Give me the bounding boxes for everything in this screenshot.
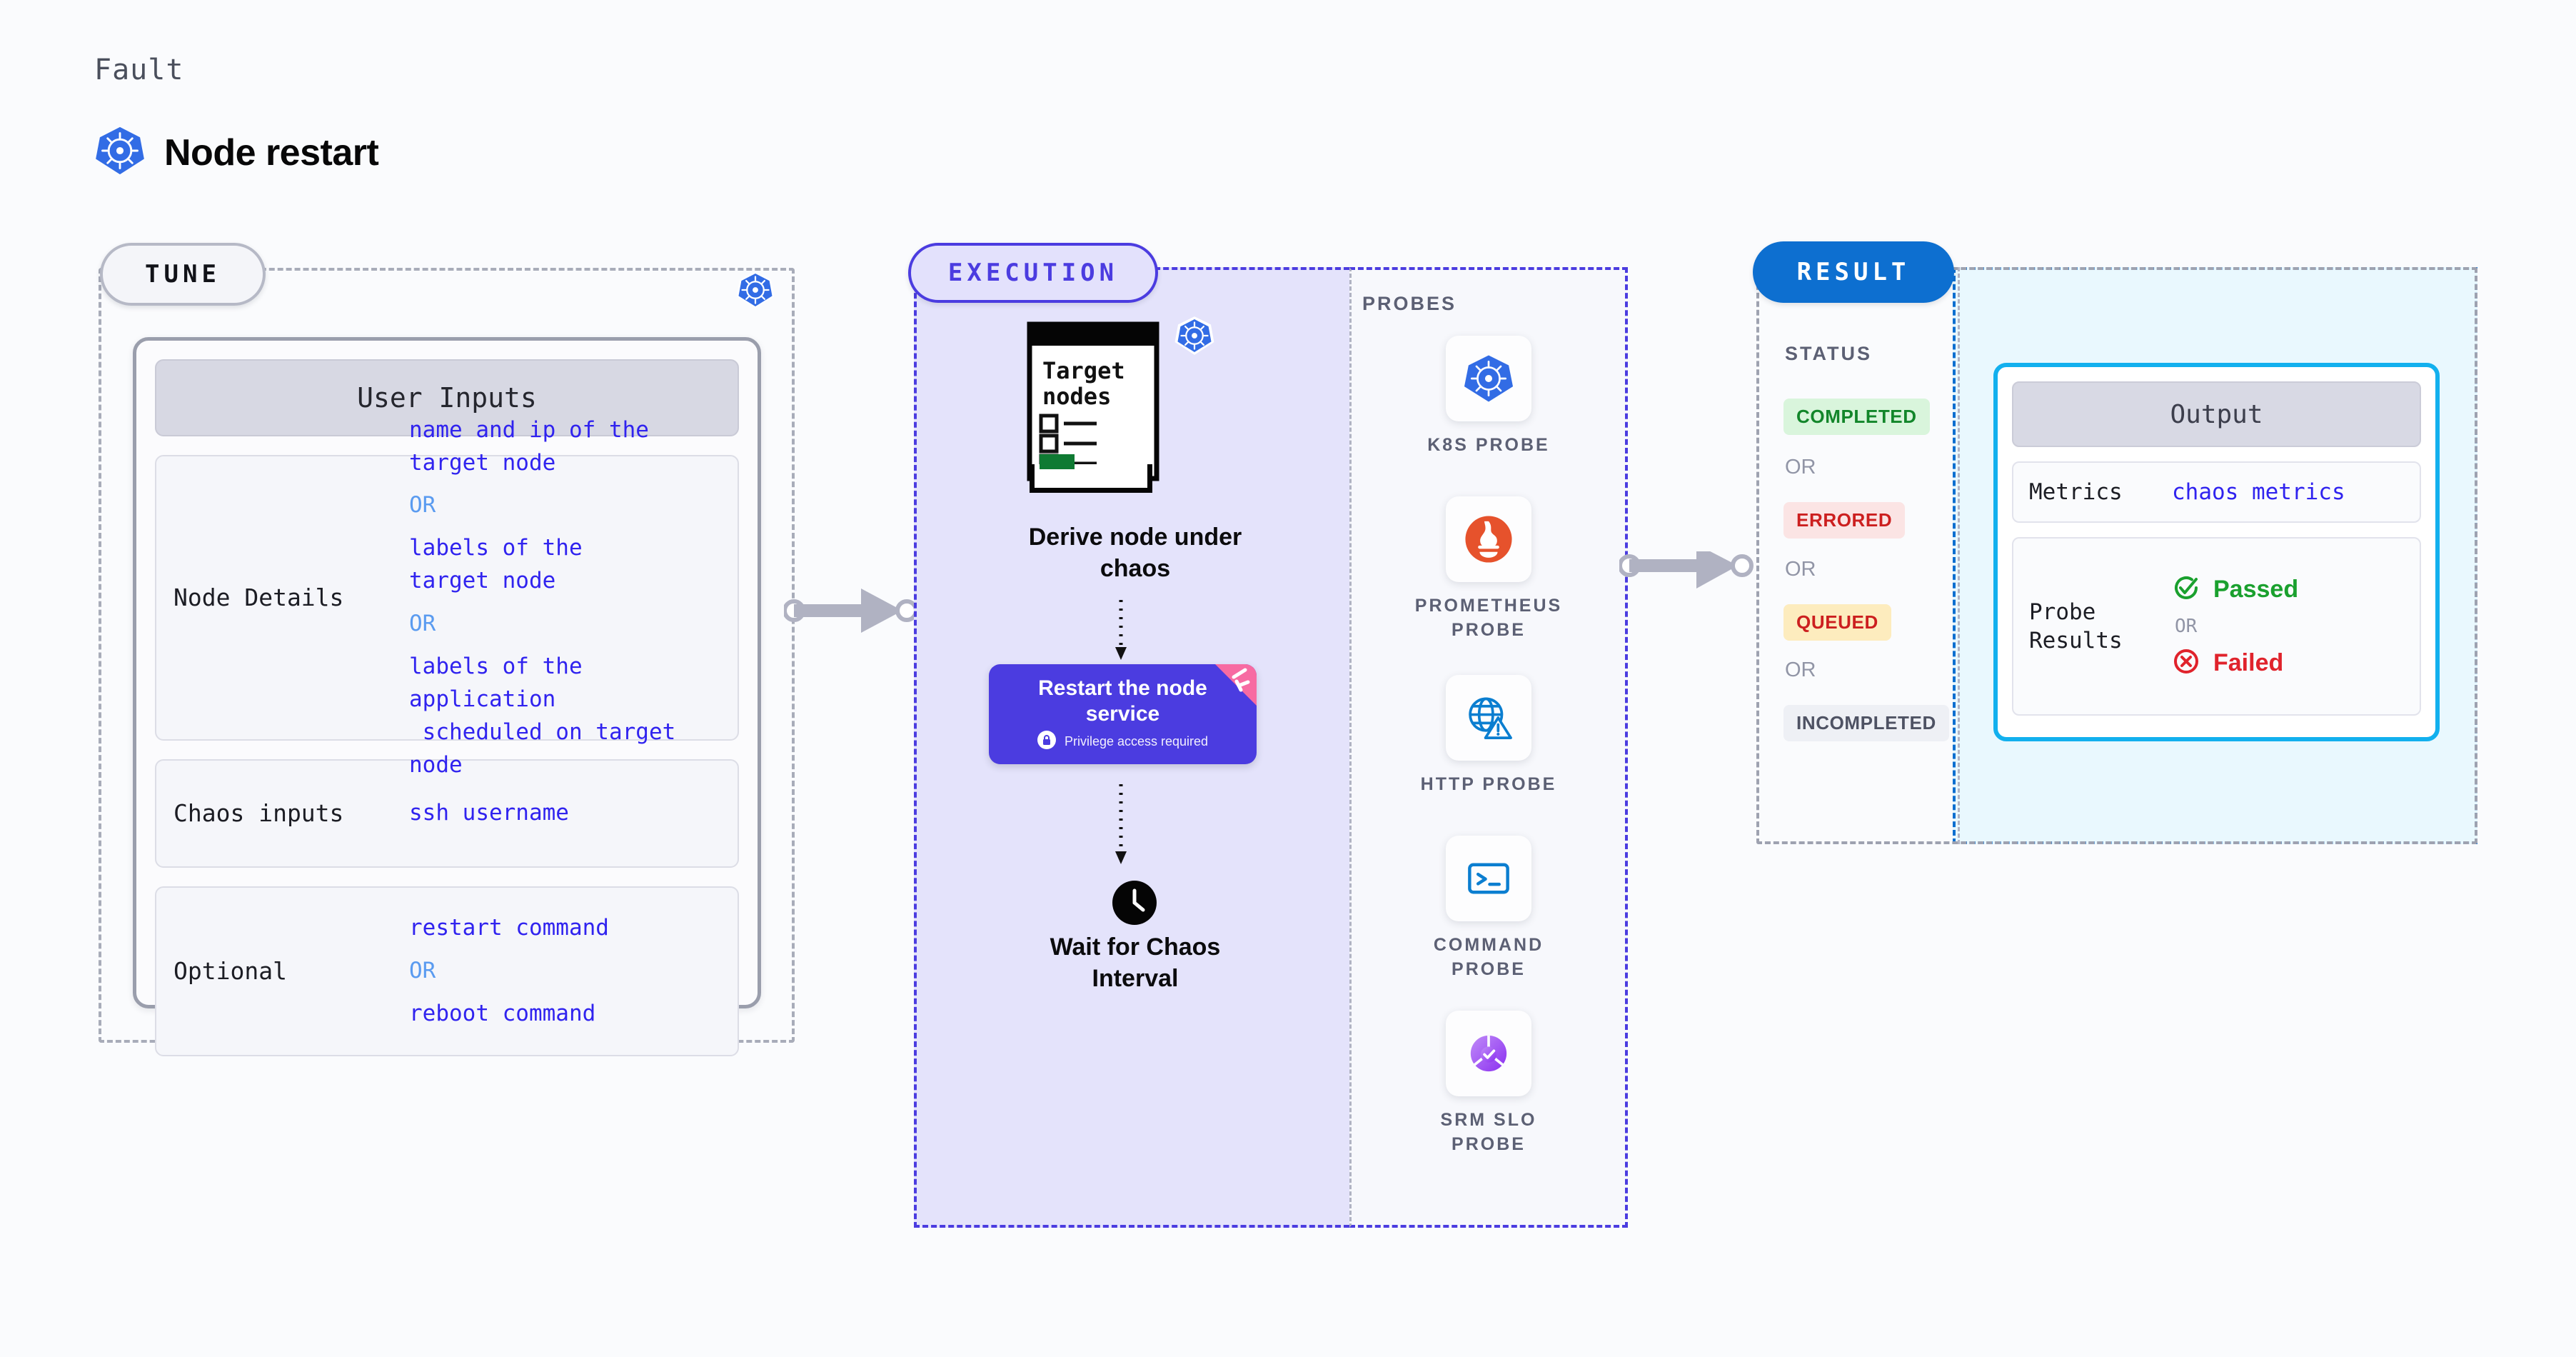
user-inputs-card: User Inputs Node Details name and ip of … [133,337,761,1056]
privilege-notice-label: Privilege access required [1064,733,1209,748]
x-circle-icon [2172,647,2200,679]
prometheus-probe-icon [1446,496,1531,582]
status-badge-errored: ERRORED [1783,502,1906,539]
or-separator: OR [409,958,436,984]
kubernetes-probe-icon [1446,336,1531,421]
probe-k8s[interactable]: K8S PROBE [1349,336,1628,457]
or-separator: OR [2175,616,2198,637]
probes-title: PROBES [1362,293,1457,314]
row-values-optional: restart command OR reboot command [409,912,609,1031]
optional-value-1: restart command [409,915,609,941]
or-separator: OR [1785,558,1816,581]
verdict-failed-label: Failed [2213,649,2284,676]
probe-label-http: HTTP PROBE [1420,774,1557,794]
verdict-passed-label: Passed [2213,576,2299,603]
status-badge-completed: COMPLETED [1783,399,1930,435]
result-region [1756,267,2477,844]
stage-tag-result[interactable]: RESULT [1753,241,1954,303]
clock-icon [1112,880,1157,929]
target-nodes-document-icon: Target nodes [1025,320,1189,488]
kubernetes-icon [1174,316,1214,359]
output-value-probe-results: Passed OR Failed [2172,574,2298,679]
table-row: Metrics chaos metrics [2012,461,2421,523]
probe-label-k8s: K8S PROBE [1427,435,1550,455]
srm-slo-probe-icon [1446,1011,1531,1096]
lock-icon [1037,730,1056,753]
verdict-passed: Passed [2172,574,2298,606]
or-separator: OR [409,492,436,519]
status-badge-incompleted: INCOMPLETED [1783,705,1949,741]
optional-value-2: reboot command [409,1000,596,1026]
flow-arrow-restart-to-wait [1115,784,1127,864]
or-separator: OR [409,611,436,636]
check-circle-icon [2172,574,2200,606]
fault-label: Fault [94,54,184,86]
chaos-inputs-value-1: ssh username [409,800,569,826]
output-title: Output [2012,381,2421,447]
status-column [1756,267,1960,844]
svg-text:Target: Target [1042,357,1125,384]
command-probe-icon [1446,836,1531,921]
document-green-bar [1040,454,1075,469]
user-inputs-title: User Inputs [155,359,739,436]
output-value-metrics: chaos metrics [2172,479,2345,505]
stage-tag-execution[interactable]: EXECUTION [908,243,1158,303]
node-details-value-3: labels of the application scheduled on t… [409,653,676,778]
probe-http[interactable]: HTTP PROBE [1349,675,1628,796]
page-title: Node restart [164,131,379,174]
privilege-notice: Privilege access required [1037,730,1209,753]
status-badge-queued: QUEUED [1783,604,1891,641]
harness-chaos-ribbon-icon [1205,664,1257,719]
kubernetes-icon [94,125,146,180]
fault-title-row: Node restart [94,125,379,180]
http-probe-icon [1446,675,1531,761]
verdict-failed: Failed [2172,647,2298,679]
table-row: Chaos inputs ssh username [155,759,739,868]
svg-text:nodes: nodes [1042,383,1111,410]
stage-tag-tune[interactable]: TUNE [100,243,266,306]
kubernetes-icon [735,270,775,314]
connector-tune-to-execution [784,589,918,633]
or-separator: OR [1785,456,1816,479]
or-separator: OR [1785,659,1816,681]
status-title: STATUS [1785,343,1872,364]
flow-arrow-derive-to-restart [1115,600,1127,660]
output-label-metrics: Metrics [2029,479,2123,505]
connector-execution-to-result [1619,551,1754,589]
row-label-chaos-inputs: Chaos inputs [173,798,344,827]
row-label-optional: Optional [173,956,287,985]
row-values-chaos-inputs: ssh username [409,797,569,830]
row-label-node-details: Node Details [173,583,344,611]
table-row: Optional restart command OR reboot comma… [155,886,739,1056]
